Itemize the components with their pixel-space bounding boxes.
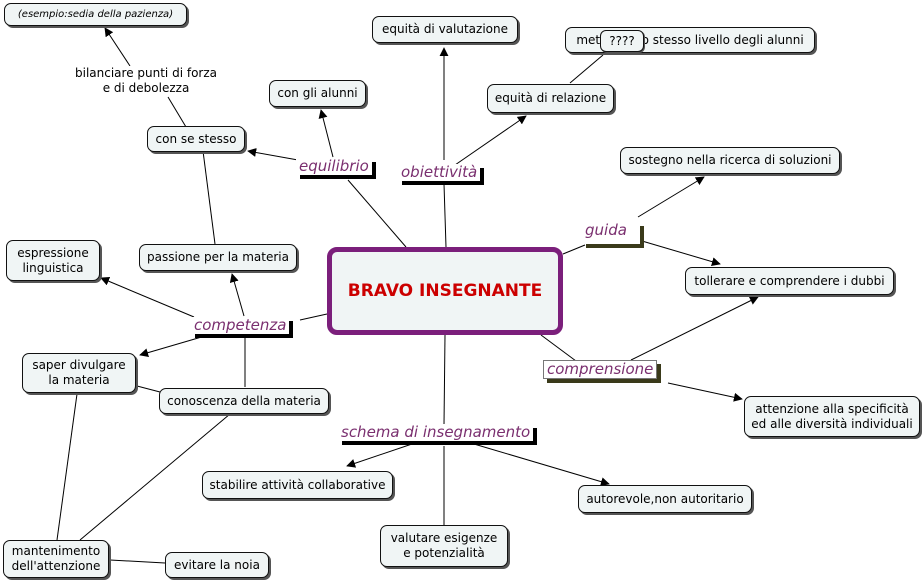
arrow-schema-collaborative	[346, 443, 413, 468]
label-bilanciare: bilanciare punti di forza e di debolezza	[70, 66, 222, 96]
arrow-label-esempio	[104, 27, 131, 67]
link-relazione-livello	[569, 54, 604, 84]
concept-equita-valutazione[interactable]: equità di valutazione	[372, 16, 518, 43]
link-center-equilibrio	[347, 179, 407, 248]
link-divulgare-conoscenza	[136, 385, 161, 393]
concept-espressione[interactable]: espressione linguistica	[6, 240, 100, 281]
link-center-competenza	[299, 313, 328, 321]
overlay-question-node[interactable]: ????	[600, 30, 644, 52]
arrow-guida-sostegno	[637, 176, 705, 218]
arrow-obiettivita-relazione	[454, 115, 527, 166]
concept-con-se-stesso[interactable]: con se stesso	[147, 126, 245, 152]
phrase-obiettivita[interactable]: obiettività	[398, 164, 481, 181]
concept-tollerare[interactable]: tollerare e comprendere i dubbi	[685, 267, 894, 295]
link-center-comprensione	[540, 334, 577, 362]
arrow-guida-tollerare	[641, 240, 721, 267]
link-mantenimento-noia	[109, 559, 166, 564]
concept-mantenimento[interactable]: mantenimento dell'attenzione	[3, 540, 109, 578]
phrase-schema[interactable]: schema di insegnamento	[338, 424, 534, 441]
concept-esempio[interactable]: (esempio:sedia della pazienza)	[4, 3, 187, 26]
arrow-schema-autorevole	[473, 443, 610, 487]
arrow-comprensione-attenzione	[667, 382, 743, 402]
concept-con-alunni[interactable]: con gli alunni	[269, 80, 366, 107]
link-divulgare-mantenimento	[56, 393, 78, 541]
arrow-comprensione-tollerare	[630, 296, 759, 361]
concept-autorevole[interactable]: autorevole,non autoritario	[578, 485, 752, 513]
phrase-comprensione[interactable]: comprensione	[543, 360, 658, 379]
phrase-competenza[interactable]: competenza	[191, 317, 290, 334]
arrow-equilibrio-alunni	[318, 109, 334, 158]
link-conoscenza-mantenimento	[79, 413, 231, 541]
concept-evitare-noia[interactable]: evitare la noia	[165, 552, 269, 578]
link-se-stesso-label	[167, 96, 187, 128]
link-center-guida	[562, 244, 586, 255]
concept-divulgare[interactable]: saper divulgare la materia	[22, 353, 136, 393]
concept-valutare[interactable]: valutare esigenze e potenzialità	[380, 525, 508, 567]
concept-equita-relazione[interactable]: equità di relazione	[487, 84, 614, 113]
link-se-stesso-passione	[202, 150, 216, 245]
concept-conoscenza[interactable]: conoscenza della materia	[159, 388, 329, 414]
phrase-guida[interactable]: guida	[582, 222, 640, 244]
concept-sostegno[interactable]: sostegno nella ricerca di soluzioni	[620, 147, 840, 174]
arrow-competenza-divulgare	[139, 335, 206, 358]
concept-collaborative[interactable]: stabilire attività collaborative	[202, 471, 393, 499]
center-concept[interactable]: BRAVO INSEGNANTE	[327, 247, 563, 335]
arrow-competenza-espressione	[100, 276, 195, 318]
phrase-equilibrio[interactable]: equilibrio	[296, 158, 372, 175]
concept-attenzione[interactable]: attenzione alla specificità ed alle dive…	[744, 396, 920, 437]
link-center-obiettivita	[443, 183, 447, 248]
arrow-competenza-passione	[229, 273, 245, 317]
concept-passione[interactable]: passione per la materia	[139, 244, 297, 271]
link-center-schema	[443, 334, 446, 426]
arrow-equilibrio-se-stesso	[247, 148, 299, 161]
